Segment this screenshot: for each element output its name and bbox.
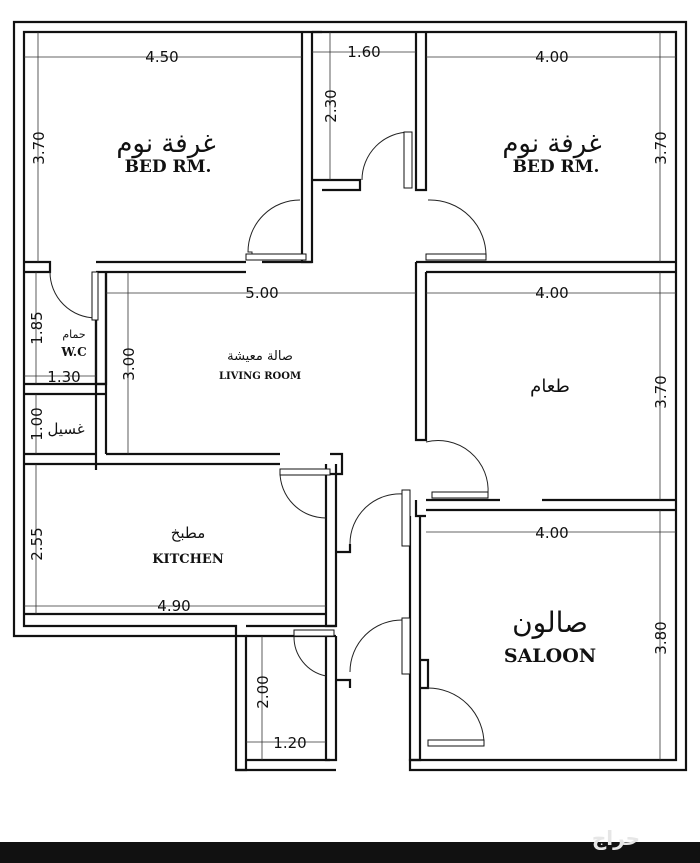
dim-bed-left-height: 3.70 xyxy=(30,131,48,164)
door-leaves xyxy=(91,131,489,747)
door-saloon xyxy=(427,687,485,745)
bedroom-left-label-ar: غرفة نوم xyxy=(116,129,215,159)
dim-bed-right-width: 4.00 xyxy=(535,48,568,66)
room-labels: غرفة نوم BED RM. غرفة نوم BED RM. حمام W… xyxy=(47,129,601,667)
living-label-ar: صالة معيشة xyxy=(227,349,293,364)
dim-small-room-width: 1.20 xyxy=(273,734,306,752)
dim-bed-left-width: 4.50 xyxy=(145,48,178,66)
door-bed-left xyxy=(247,199,301,258)
washing-label-ar: غسيل xyxy=(47,420,84,438)
door-kitchen xyxy=(279,471,327,519)
saloon-label-ar: صالون xyxy=(512,606,588,639)
door-bed-right xyxy=(427,199,487,259)
doors xyxy=(49,131,489,745)
wc-label-ar: حمام xyxy=(62,328,85,341)
dim-wc-width: 1.30 xyxy=(47,368,80,386)
bedroom-right-label-ar: غرفة نوم xyxy=(502,129,601,159)
dimension-labels: 4.50 1.60 4.00 3.70 2.30 3.70 5.00 4.00 … xyxy=(28,43,670,752)
kitchen-label-ar: مطبخ xyxy=(171,524,206,542)
dim-living-height: 3.00 xyxy=(120,347,138,380)
dim-kitchen-height: 2.55 xyxy=(28,527,46,560)
door-kitchen-side xyxy=(349,493,405,545)
wc-label-en: W.C xyxy=(60,345,86,359)
dim-saloon-width: 4.00 xyxy=(535,524,568,542)
saloon-label-en: SALOON xyxy=(504,645,596,667)
kitchen-label-en: KITCHEN xyxy=(152,552,224,567)
interior-walls xyxy=(24,30,676,762)
door-corridor xyxy=(361,131,411,181)
door-wc xyxy=(49,271,97,319)
dim-bed-right-height: 3.70 xyxy=(652,131,670,164)
door-dining xyxy=(425,440,489,495)
bedroom-left-label-en: BED RM. xyxy=(125,157,212,177)
dim-wash-height: 1.00 xyxy=(28,407,46,440)
door-small-room xyxy=(293,635,327,677)
dim-small-room-height: 2.00 xyxy=(254,675,272,708)
dim-corridor-height: 2.30 xyxy=(322,89,340,122)
watermark-logo: حراج xyxy=(591,826,640,850)
dimension-lines xyxy=(24,32,676,760)
bedroom-right-label-en: BED RM. xyxy=(513,157,600,177)
living-label-en: LIVING ROOM xyxy=(219,371,301,382)
dim-living-width: 5.00 xyxy=(245,284,278,302)
dim-corridor-width: 1.60 xyxy=(347,43,380,61)
dining-label-ar: طعام xyxy=(530,376,570,397)
bottom-bar xyxy=(0,842,700,863)
door-small-side xyxy=(349,619,405,673)
outer-walls xyxy=(12,20,688,772)
dim-dining-width: 4.00 xyxy=(535,284,568,302)
dim-wc-height: 1.85 xyxy=(28,311,46,344)
dim-dining-height: 3.70 xyxy=(652,375,670,408)
dim-kitchen-width: 4.90 xyxy=(157,597,190,615)
dim-saloon-height: 3.80 xyxy=(652,621,670,654)
